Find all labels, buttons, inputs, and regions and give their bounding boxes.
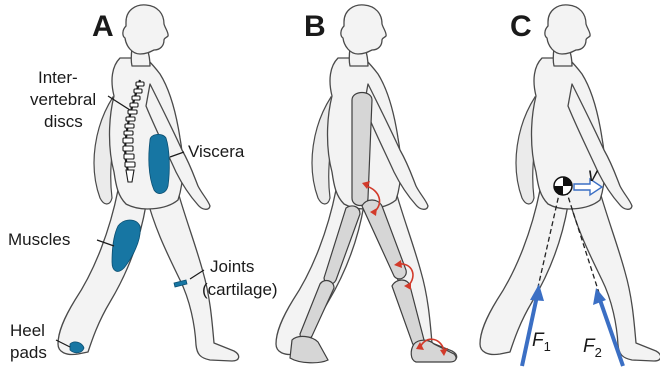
label-cartilage: (cartilage): [202, 280, 278, 299]
label-pads: pads: [10, 343, 47, 362]
label-discs: discs: [44, 112, 83, 131]
center-of-mass-icon: [554, 177, 572, 195]
front-foot-segment: [411, 340, 456, 362]
panel-c: C v F1 F2: [480, 5, 660, 366]
label-vertebral: vertebral: [30, 90, 96, 109]
label-inter: Inter-: [38, 68, 78, 87]
label-muscles: Muscles: [8, 230, 70, 249]
label-viscera: Viscera: [188, 142, 245, 161]
f2-subscript: 2: [595, 345, 602, 360]
label-joints: Joints: [210, 257, 254, 276]
velocity-label: v: [588, 165, 599, 186]
f1-subscript: 1: [544, 339, 551, 354]
panel-b: B: [276, 5, 457, 363]
viscera-organ: [149, 134, 170, 193]
panel-letter-b: B: [304, 10, 326, 43]
f1-label: F1: [532, 330, 551, 354]
panel-letter-a: A: [92, 10, 114, 43]
panel-a: A: [8, 5, 278, 362]
label-heel: Heel: [10, 321, 45, 340]
f2-label: F2: [583, 336, 602, 360]
rear-foot-segment: [290, 336, 328, 362]
panel-letter-c: C: [510, 10, 532, 43]
figure-a-body: [58, 5, 239, 361]
